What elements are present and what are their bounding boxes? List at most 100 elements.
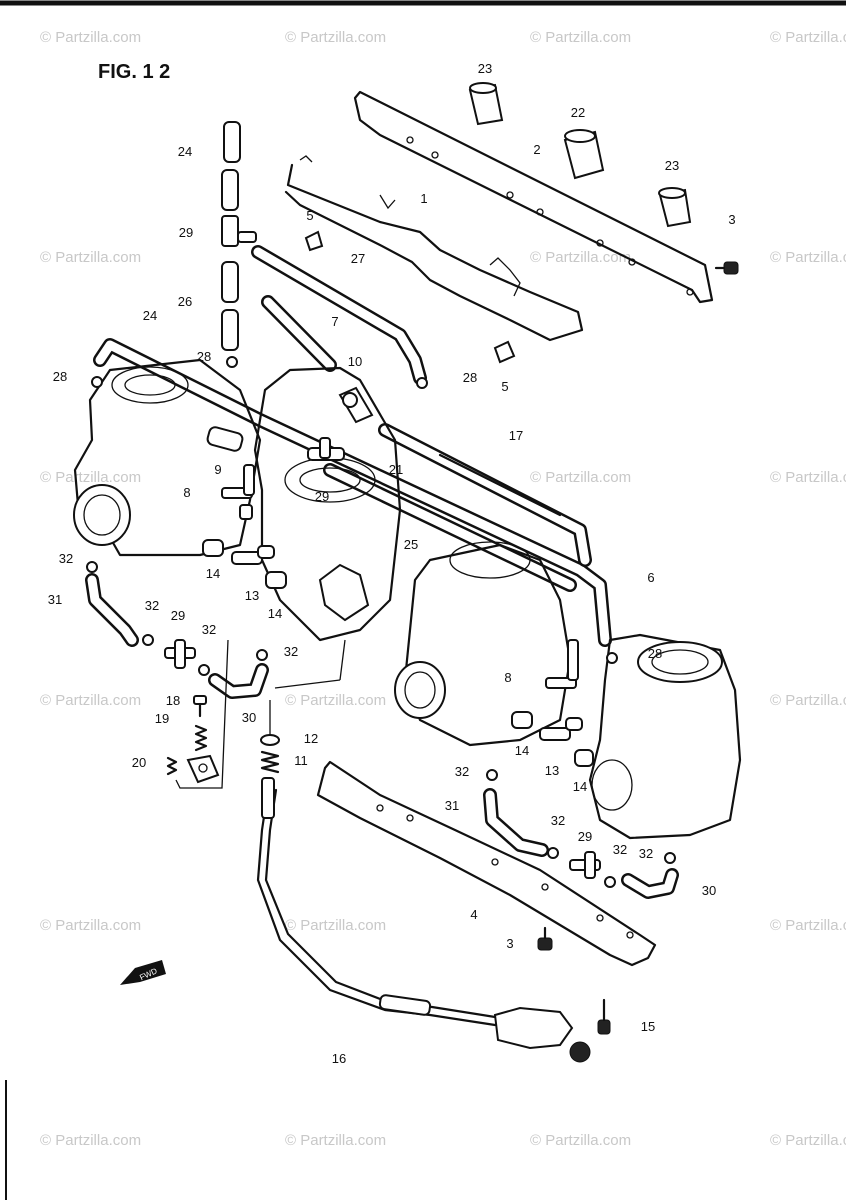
callout-5: 5	[306, 208, 313, 223]
callout-31: 31	[48, 592, 62, 607]
cushion-23-left	[468, 82, 504, 126]
callout-3: 3	[728, 212, 735, 227]
callout-24: 24	[143, 308, 157, 323]
bolt-3-top	[714, 261, 739, 275]
callout-20: 20	[132, 755, 146, 770]
callout-31: 31	[445, 798, 459, 813]
tee-joint-8-right	[545, 639, 579, 689]
callout-32: 32	[455, 764, 469, 779]
callout-30: 30	[242, 710, 256, 725]
callout-14: 14	[573, 779, 587, 794]
callout-25: 25	[404, 537, 418, 552]
watermark-text: © Partzilla.com	[40, 917, 141, 934]
watermark-text: © Partzilla.com	[285, 692, 386, 709]
callout-24: 24	[178, 144, 192, 159]
tee-joint-29-top	[221, 215, 257, 247]
callout-28: 28	[463, 370, 477, 385]
watermark-text: © Partzilla.com	[770, 1132, 846, 1149]
spring-19	[194, 724, 208, 752]
callout-23: 23	[478, 61, 492, 76]
watermark-text: © Partzilla.com	[40, 1132, 141, 1149]
callout-8: 8	[504, 670, 511, 685]
carburetor-3	[394, 541, 572, 747]
carburetor-2	[253, 366, 402, 642]
lower-bracket-4	[316, 760, 657, 967]
vent-hose-26	[221, 261, 239, 351]
callout-32: 32	[639, 846, 653, 861]
callout-22: 22	[571, 105, 585, 120]
callout-12: 12	[304, 731, 318, 746]
callout-5: 5	[501, 379, 508, 394]
joint-9	[206, 426, 244, 452]
plate-1	[284, 163, 584, 342]
callout-29: 29	[171, 608, 185, 623]
bolt-3-bottom	[537, 926, 553, 951]
callout-11: 11	[294, 753, 308, 768]
cushion-23-right	[658, 187, 692, 228]
watermark-text: © Partzilla.com	[530, 1132, 631, 1149]
cap-14-lower-left	[511, 711, 533, 729]
clips	[86, 356, 676, 888]
upper-bracket-2	[353, 90, 714, 304]
callout-32: 32	[551, 813, 565, 828]
figure-title: FIG. 1 2	[98, 61, 170, 83]
cap-14-left	[202, 539, 224, 557]
callout-29: 29	[315, 489, 329, 504]
sleeve-22	[563, 129, 605, 180]
callout-32: 32	[59, 551, 73, 566]
joint-13-right	[539, 717, 583, 741]
watermark-text: © Partzilla.com	[770, 249, 846, 266]
callout-32: 32	[145, 598, 159, 613]
callout-18: 18	[166, 693, 180, 708]
carburetor-1	[73, 358, 262, 557]
plunger-20	[166, 754, 220, 784]
callout-27: 27	[351, 251, 365, 266]
callout-3: 3	[506, 936, 513, 951]
watermark-text: © Partzilla.com	[285, 29, 386, 46]
callout-14: 14	[268, 606, 282, 621]
tee-joint-8-left	[221, 464, 255, 520]
callout-17: 17	[509, 428, 523, 443]
cap-14-right	[265, 571, 287, 589]
callout-30: 30	[702, 883, 716, 898]
watermark-text: © Partzilla.com	[40, 692, 141, 709]
spring-11	[260, 750, 280, 774]
watermark-text: © Partzilla.com	[40, 249, 141, 266]
carburetor-4	[588, 633, 742, 840]
callout-26: 26	[178, 294, 192, 309]
watermark-text: © Partzilla.com	[40, 29, 141, 46]
front-direction-arrow: FWD	[120, 960, 166, 985]
tee-joint-29-left	[164, 639, 196, 669]
callout-32: 32	[202, 622, 216, 637]
callout-32: 32	[613, 842, 627, 857]
watermark-text: © Partzilla.com	[530, 29, 631, 46]
callout-29: 29	[179, 225, 193, 240]
watermarks: © Partzilla.com © Partzilla.com © Partzi…	[40, 29, 846, 1149]
watermark-text: © Partzilla.com	[40, 469, 141, 486]
callout-28: 28	[648, 646, 662, 661]
screw-18	[193, 695, 207, 718]
callout-14: 14	[206, 566, 220, 581]
cable-end-fitting	[261, 777, 275, 819]
clamp-5-lower	[493, 340, 516, 364]
watermark-text: © Partzilla.com	[770, 29, 846, 46]
watermark-text: © Partzilla.com	[530, 249, 631, 266]
clamp-5-upper	[304, 230, 324, 252]
callout-8: 8	[183, 485, 190, 500]
callout-32: 32	[284, 644, 298, 659]
callout-23: 23	[665, 158, 679, 173]
watermark-text: © Partzilla.com	[285, 917, 386, 934]
callout-28: 28	[197, 349, 211, 364]
callout-9: 9	[214, 462, 221, 477]
callout-6: 6	[647, 570, 654, 585]
watermark-text: © Partzilla.com	[770, 692, 846, 709]
tee-joint-29-right	[569, 851, 601, 879]
callout-28: 28	[53, 369, 67, 384]
callout-10: 10	[348, 354, 362, 369]
cap-14-lower-right	[574, 749, 594, 767]
callout-2: 2	[533, 142, 540, 157]
callout-16: 16	[332, 1051, 346, 1066]
